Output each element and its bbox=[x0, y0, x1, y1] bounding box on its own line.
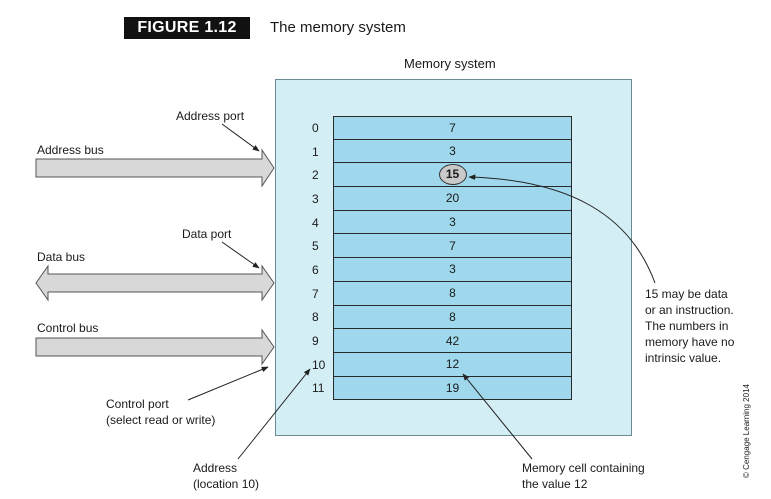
address-label: 1 bbox=[312, 144, 319, 159]
address-label: 4 bbox=[312, 215, 319, 230]
address-label: 10 bbox=[312, 357, 326, 372]
memory-cell-value: 12 bbox=[445, 357, 460, 372]
memory-cell-value: 8 bbox=[449, 286, 456, 301]
control-bus-label: Control bus bbox=[37, 321, 99, 335]
memory-cell: 7 bbox=[333, 234, 572, 259]
address-label: 11 bbox=[312, 381, 325, 396]
memory-cell: 3 bbox=[333, 210, 572, 235]
data-port-pointer bbox=[221, 241, 260, 269]
address-column: 0 1 2 3 4 5 6 7 8 9 10 11 bbox=[296, 116, 330, 400]
address-label: 9 bbox=[312, 334, 319, 349]
cell-annotation-line1: Memory cell containing bbox=[522, 461, 645, 475]
data-bus-label: Data bus bbox=[37, 250, 86, 264]
cell-12-pointer bbox=[462, 373, 533, 460]
memory-cells: 7 3 15 20 3 7 3 8 8 42 12 19 bbox=[333, 116, 572, 401]
address-10-pointer bbox=[237, 368, 311, 460]
address-label: 5 bbox=[312, 239, 319, 254]
memory-cell: 3 bbox=[333, 258, 572, 282]
control-port-label: Control port bbox=[106, 397, 169, 411]
cell-annotation-line2: the value 12 bbox=[522, 477, 588, 491]
note-line: or an instruction. bbox=[645, 303, 734, 317]
memory-cell-value: 8 bbox=[449, 309, 456, 324]
memory-cell: 12 bbox=[333, 352, 572, 377]
memory-cell-value: 7 bbox=[449, 238, 456, 253]
address-label: 2 bbox=[312, 168, 319, 183]
memory-cell: 15 bbox=[333, 163, 572, 188]
memory-cell-value: 19 bbox=[445, 380, 460, 395]
data-port-label: Data port bbox=[182, 227, 232, 241]
memory-cell-value: 42 bbox=[445, 333, 460, 348]
address-bus-label: Address bus bbox=[37, 143, 104, 157]
note-pointer bbox=[468, 174, 656, 284]
memory-cell: 7 bbox=[333, 116, 572, 140]
control-port-sublabel: (select read or write) bbox=[106, 413, 216, 427]
figure-label: FIGURE 1.12 bbox=[124, 17, 250, 39]
note-line: memory have no bbox=[645, 335, 735, 349]
control-bus-arrow bbox=[35, 328, 275, 366]
address-label: 7 bbox=[312, 286, 319, 301]
address-annotation-line1: Address bbox=[193, 461, 238, 475]
memory-cell: 8 bbox=[333, 305, 572, 330]
memory-system-title: Memory system bbox=[404, 56, 496, 71]
memory-cell-value: 7 bbox=[449, 120, 456, 135]
memory-cell: 19 bbox=[333, 376, 572, 401]
memory-cell: 20 bbox=[333, 187, 572, 211]
note-line: intrinsic value. bbox=[645, 351, 722, 365]
memory-cell: 42 bbox=[333, 329, 572, 353]
address-label: 6 bbox=[312, 262, 319, 277]
note-line: 15 may be data bbox=[645, 287, 728, 301]
memory-cell-value: 20 bbox=[445, 191, 460, 206]
memory-cell-value: 3 bbox=[449, 215, 456, 230]
memory-cell-value: 3 bbox=[449, 262, 456, 277]
figure-title: The memory system bbox=[270, 19, 406, 36]
memory-cell: 8 bbox=[333, 281, 572, 306]
address-port-pointer bbox=[221, 123, 260, 152]
address-bus-arrow bbox=[35, 148, 275, 188]
address-label: 3 bbox=[312, 191, 319, 206]
control-port-pointer bbox=[187, 366, 269, 401]
address-port-label: Address port bbox=[176, 109, 245, 123]
memory-cell-value: 3 bbox=[449, 144, 456, 159]
memory-cell-value: 15 bbox=[438, 164, 467, 186]
memory-cell: 3 bbox=[333, 139, 572, 164]
note-line: The numbers in bbox=[645, 319, 729, 333]
address-label: 0 bbox=[312, 120, 319, 135]
address-annotation-line2: (location 10) bbox=[193, 477, 260, 491]
data-bus-arrow bbox=[35, 264, 275, 302]
note-block: 15 may be data or an instruction. The nu… bbox=[645, 286, 734, 366]
address-label: 8 bbox=[312, 310, 319, 325]
